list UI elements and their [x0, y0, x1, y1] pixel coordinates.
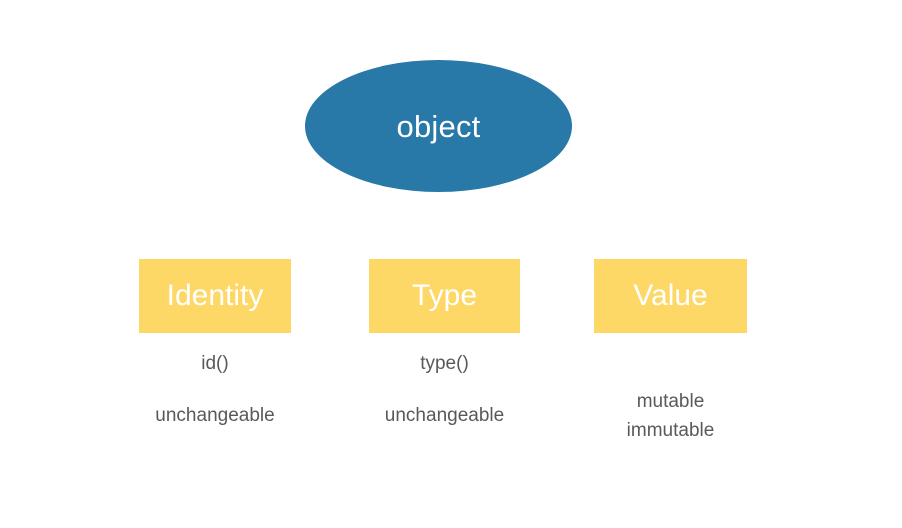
attribute-box-label-identity: Identity — [166, 279, 264, 312]
object-node: object — [305, 60, 572, 192]
attribute-note-primary-value: mutable — [636, 391, 705, 412]
attribute-notes-identity: id() unchangeable — [139, 333, 291, 425]
attribute-note-secondary-type: unchangeable — [384, 405, 505, 426]
attribute-note-primary-type: type() — [420, 353, 469, 374]
attribute-note-secondary-identity: unchangeable — [155, 405, 275, 426]
attribute-column-type: Type type() unchangeable — [369, 259, 520, 425]
attribute-note-secondary-value: immutable — [626, 420, 715, 441]
attribute-box-identity: Identity — [139, 259, 291, 333]
attribute-column-identity: Identity id() unchangeable — [139, 259, 291, 425]
attribute-box-label-value: Value — [633, 279, 708, 312]
attribute-note-primary-identity: id() — [201, 353, 229, 374]
attribute-notes-value: mutable immutable — [594, 333, 747, 440]
attribute-notes-type: type() unchangeable — [369, 333, 520, 425]
object-node-label: object — [396, 108, 481, 144]
attribute-box-type: Type — [369, 259, 520, 333]
attribute-column-value: Value mutable immutable — [594, 259, 747, 440]
attribute-box-value: Value — [594, 259, 747, 333]
attribute-box-label-type: Type — [411, 279, 478, 312]
